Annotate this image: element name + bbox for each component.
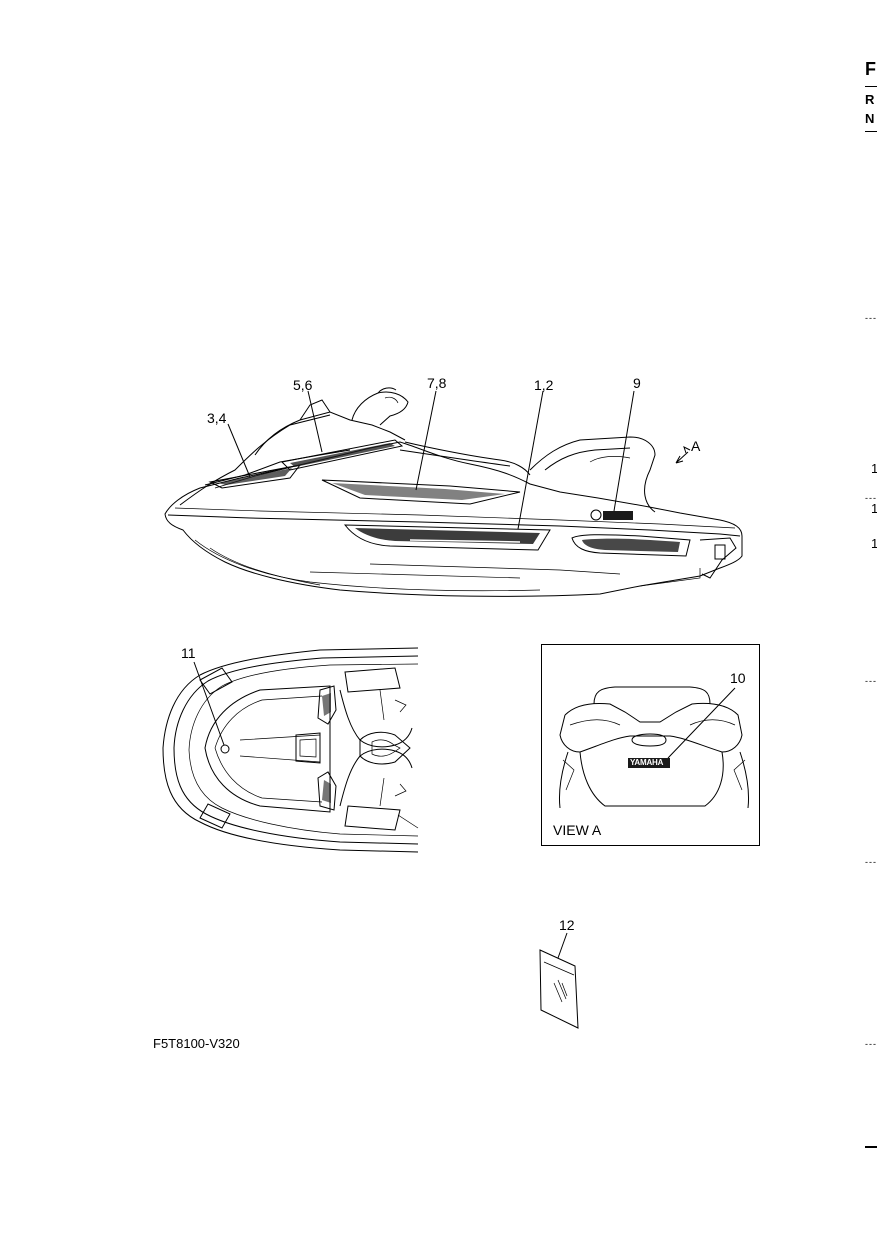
edge-letter-f: F [865, 59, 876, 79]
edge-tick: --- [865, 857, 877, 867]
callout-9: 9 [633, 375, 641, 391]
view-a-panel [541, 644, 760, 846]
yamaha-badge-text: YAMAHA [630, 758, 664, 767]
edge-rule-3 [865, 1146, 877, 1148]
edge-tick: --- [865, 313, 877, 323]
callout-5-6: 5,6 [293, 377, 313, 393]
drawing-code: F5T8100-V320 [153, 1036, 240, 1051]
edge-num-3: 1 [871, 536, 877, 551]
callout-1-2: 1,2 [534, 377, 554, 393]
edge-letter-n: N [865, 111, 875, 126]
view-arrow-label: A [691, 438, 701, 454]
view-a-caption: VIEW A [553, 822, 602, 838]
edge-tick: --- [865, 493, 877, 503]
callout-7-8: 7,8 [427, 375, 447, 391]
edge-tick: --- [865, 1039, 877, 1049]
edge-num-2: 1 [871, 501, 877, 516]
callout-11: 11 [181, 645, 196, 661]
callout-12: 12 [559, 917, 575, 933]
edge-num-1: 1 [871, 461, 877, 476]
edge-rule-1 [865, 86, 877, 87]
edge-letter-r: R [865, 92, 875, 107]
callout-3-4: 3,4 [207, 410, 227, 426]
edge-rule-2 [865, 131, 877, 132]
edge-tick: --- [865, 676, 877, 686]
callout-10: 10 [730, 670, 746, 686]
